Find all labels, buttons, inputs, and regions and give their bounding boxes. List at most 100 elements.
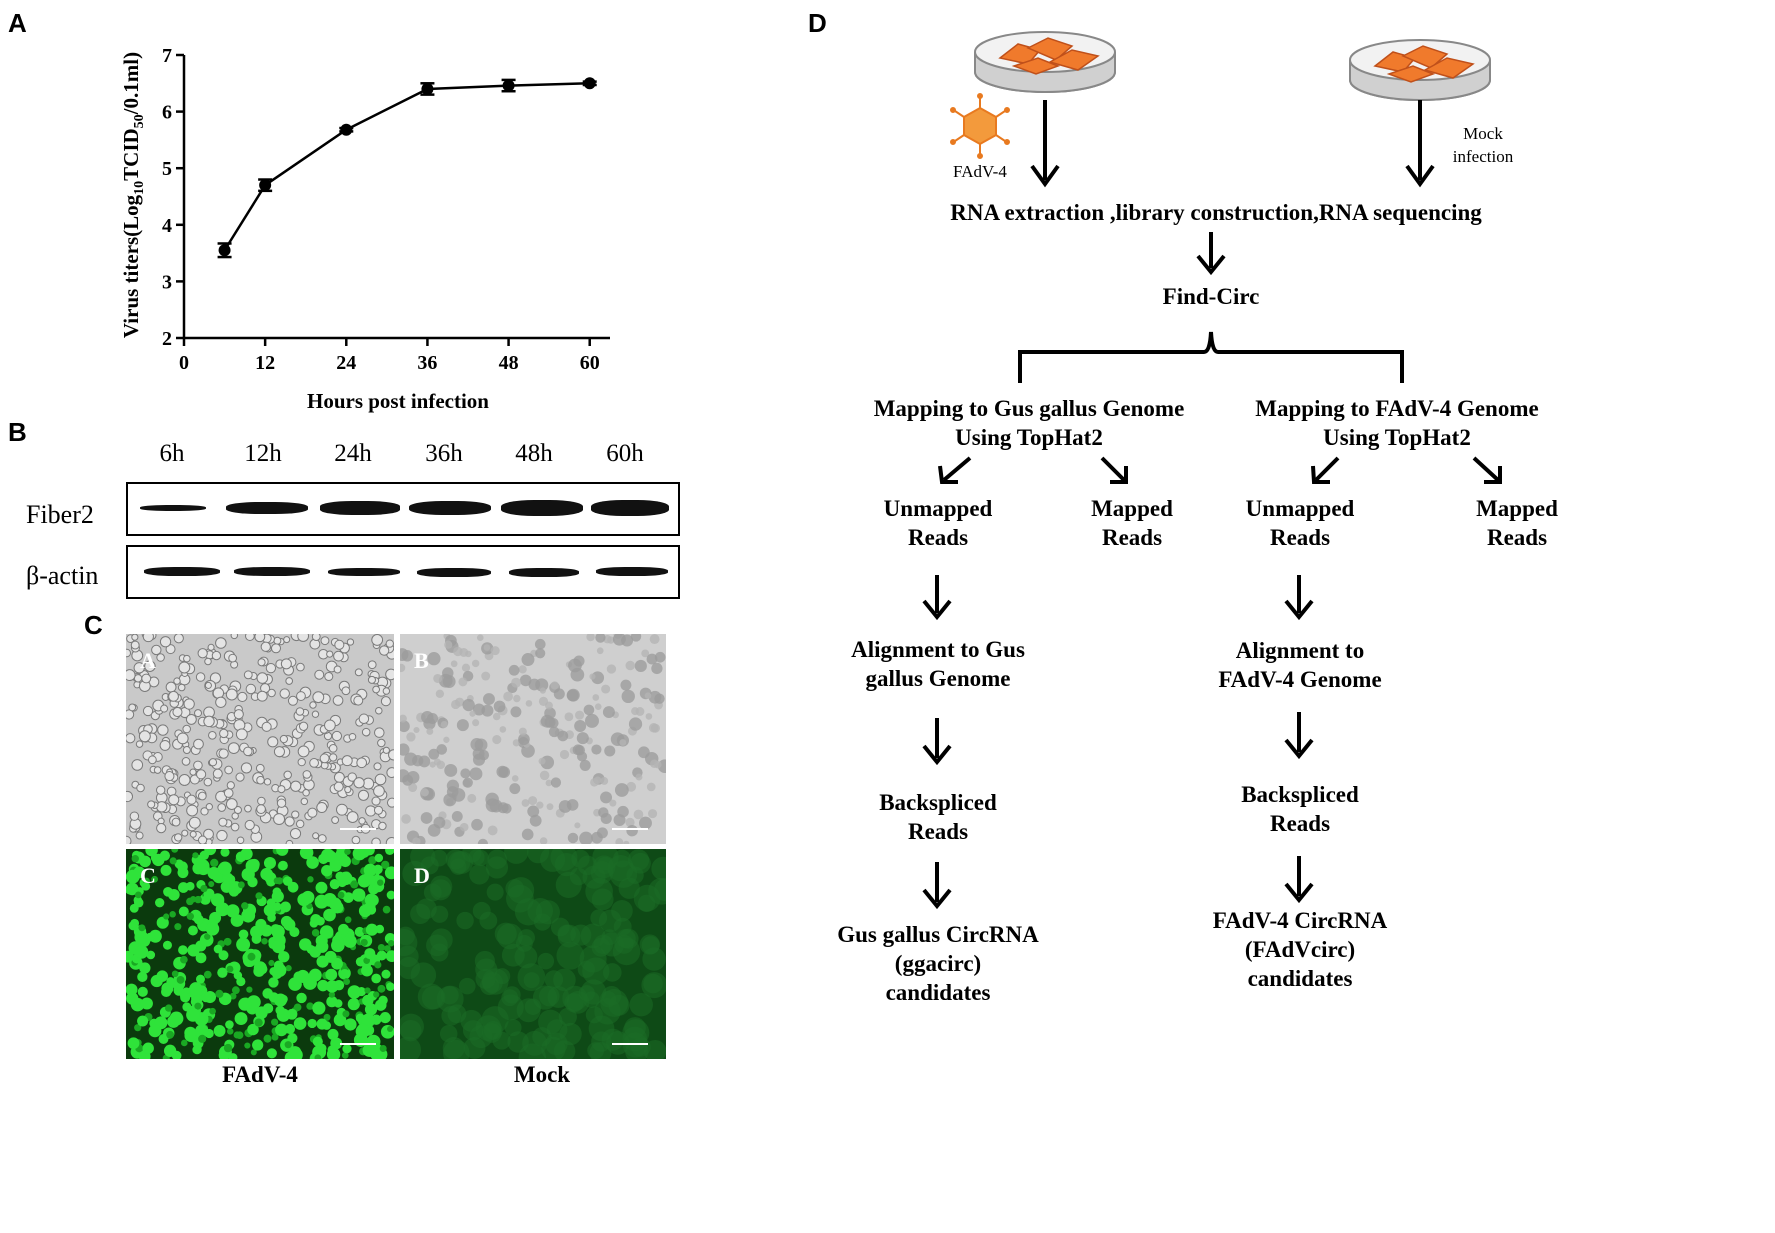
y-tick-label: 4: [162, 215, 172, 237]
blot-fiber2-membrane: [126, 482, 680, 536]
blot-row-label-actin: β-actin: [26, 561, 99, 590]
cell-texture: [126, 634, 394, 844]
panel-label-d: D: [808, 8, 827, 38]
micrograph-label: C: [140, 863, 156, 888]
fa-unmapped-line2: Reads: [1269, 525, 1331, 550]
fiber2-band: [409, 500, 491, 516]
data-point: [421, 82, 434, 95]
rna-sequencing-step: RNA extraction ,library construction,RNA…: [950, 200, 1482, 225]
mock-label-line2: infection: [1452, 147, 1514, 166]
gg-backspliced-line1: Backspliced: [879, 790, 997, 815]
actin-band: [144, 567, 220, 576]
micrograph-label: A: [140, 648, 156, 673]
x-tick-label: 12: [255, 352, 275, 374]
align-gg-line1: Alignment to Gus: [851, 637, 1025, 662]
micro-caption-fadv4: FAdV-4: [222, 1062, 298, 1087]
gg-backspliced-line2: Reads: [907, 819, 969, 844]
actin-band: [328, 568, 400, 576]
petri-dish-infected: [974, 31, 1116, 93]
flow-arrows: [922, 100, 1502, 910]
fa-candidates-line2: (FAdVcirc): [1244, 937, 1356, 962]
chart-ticks: 2 3 4 5 6 7 0 12 24 36 48 60: [162, 45, 600, 374]
cell-texture: [400, 849, 666, 1059]
scale-bar: [340, 1043, 376, 1045]
fa-unmapped-line1: Unmapped: [1245, 496, 1355, 521]
align-fa-line1: Alignment to: [1235, 638, 1365, 663]
fa-backspliced-line1: Backspliced: [1241, 782, 1359, 807]
actin-band: [234, 567, 310, 576]
map-fa-line1: Mapping to FAdV-4 Genome: [1255, 396, 1539, 421]
scale-bar: [612, 828, 648, 830]
find-circ-step: Find-Circ: [1162, 284, 1260, 309]
align-fa-line2: FAdV-4 Genome: [1218, 667, 1382, 692]
blot-timepoint: 6h: [159, 440, 185, 467]
scale-bar: [340, 828, 376, 830]
blot-actin-membrane: [126, 545, 680, 599]
blot-row-label-fiber2: Fiber2: [26, 500, 94, 529]
data-point: [502, 79, 515, 92]
scale-bar: [612, 1043, 648, 1045]
chart-series: [217, 77, 597, 259]
gg-candidates-line2: (ggacirc): [894, 951, 982, 976]
fa-candidates-line1: FAdV-4 CircRNA: [1212, 908, 1388, 933]
gg-mapped-line2: Reads: [1101, 525, 1163, 550]
y-tick-label: 3: [162, 271, 172, 293]
fiber2-band: [501, 500, 583, 516]
y-tick-label: 7: [162, 45, 172, 67]
fiber2-band: [140, 504, 206, 512]
cell-texture: [126, 849, 394, 1059]
x-tick-label: 48: [499, 352, 519, 374]
micrograph-fluorescence-infected: C: [126, 849, 394, 1059]
fa-mapped-line1: Mapped: [1476, 496, 1558, 521]
fa-mapped-line2: Reads: [1486, 525, 1548, 550]
actin-band: [596, 567, 668, 576]
gg-candidates-line1: Gus gallus CircRNA: [837, 922, 1039, 947]
data-point: [259, 179, 272, 192]
panel-label-b: B: [8, 417, 27, 447]
micro-caption-mock: Mock: [513, 1062, 571, 1087]
micrograph-brightfield-infected: A: [126, 634, 394, 844]
data-point: [218, 244, 231, 257]
blot-timepoint: 48h: [515, 440, 553, 467]
x-tick-label: 0: [179, 352, 189, 374]
fiber2-band: [320, 501, 400, 515]
data-point: [583, 77, 596, 90]
series-line: [223, 82, 590, 251]
branch-brace: [1018, 331, 1404, 383]
x-tick-label: 36: [417, 352, 437, 374]
micrograph-label: D: [414, 863, 430, 888]
blot-timepoint: 24h: [334, 440, 372, 467]
gg-mapped-line1: Mapped: [1091, 496, 1173, 521]
chart-axes: [182, 55, 610, 340]
flowchart-graphics: [922, 31, 1502, 910]
fa-candidates-line3: candidates: [1247, 966, 1353, 991]
x-axis-label: Hours post infection: [307, 389, 489, 413]
petri-dish-mock: [1349, 39, 1491, 101]
panel-label-a: A: [8, 8, 27, 38]
gg-unmapped-line1: Unmapped: [883, 496, 993, 521]
fiber2-band: [226, 501, 308, 515]
y-tick-label: 2: [162, 328, 172, 350]
micrograph-fluorescence-mock: D: [400, 849, 666, 1059]
data-point: [340, 123, 353, 136]
blot-timepoint: 36h: [425, 440, 463, 467]
fiber2-band: [591, 500, 669, 516]
y-axis-label: Virus titers(Log10TCID50/0.1ml): [119, 52, 147, 338]
actin-band: [509, 568, 579, 577]
x-tick-label: 24: [336, 352, 356, 374]
actin-band: [417, 568, 491, 577]
x-tick-label: 60: [580, 352, 600, 374]
fa-backspliced-line2: Reads: [1269, 811, 1331, 836]
micrograph-brightfield-mock: B: [400, 634, 666, 844]
cell-texture: [400, 634, 666, 844]
map-fa-line2: Using TopHat2: [1323, 425, 1471, 450]
align-gg-line2: gallus Genome: [865, 666, 1011, 691]
y-tick-label: 6: [162, 102, 172, 124]
panel-label-c: C: [84, 610, 103, 640]
blot-timepoint: 60h: [606, 440, 644, 467]
blot-timepoint: 12h: [244, 440, 282, 467]
y-tick-label: 5: [162, 158, 172, 180]
mock-label-line1: Mock: [1463, 124, 1503, 143]
gg-candidates-line3: candidates: [885, 980, 991, 1005]
virus-icon: [950, 93, 1010, 159]
